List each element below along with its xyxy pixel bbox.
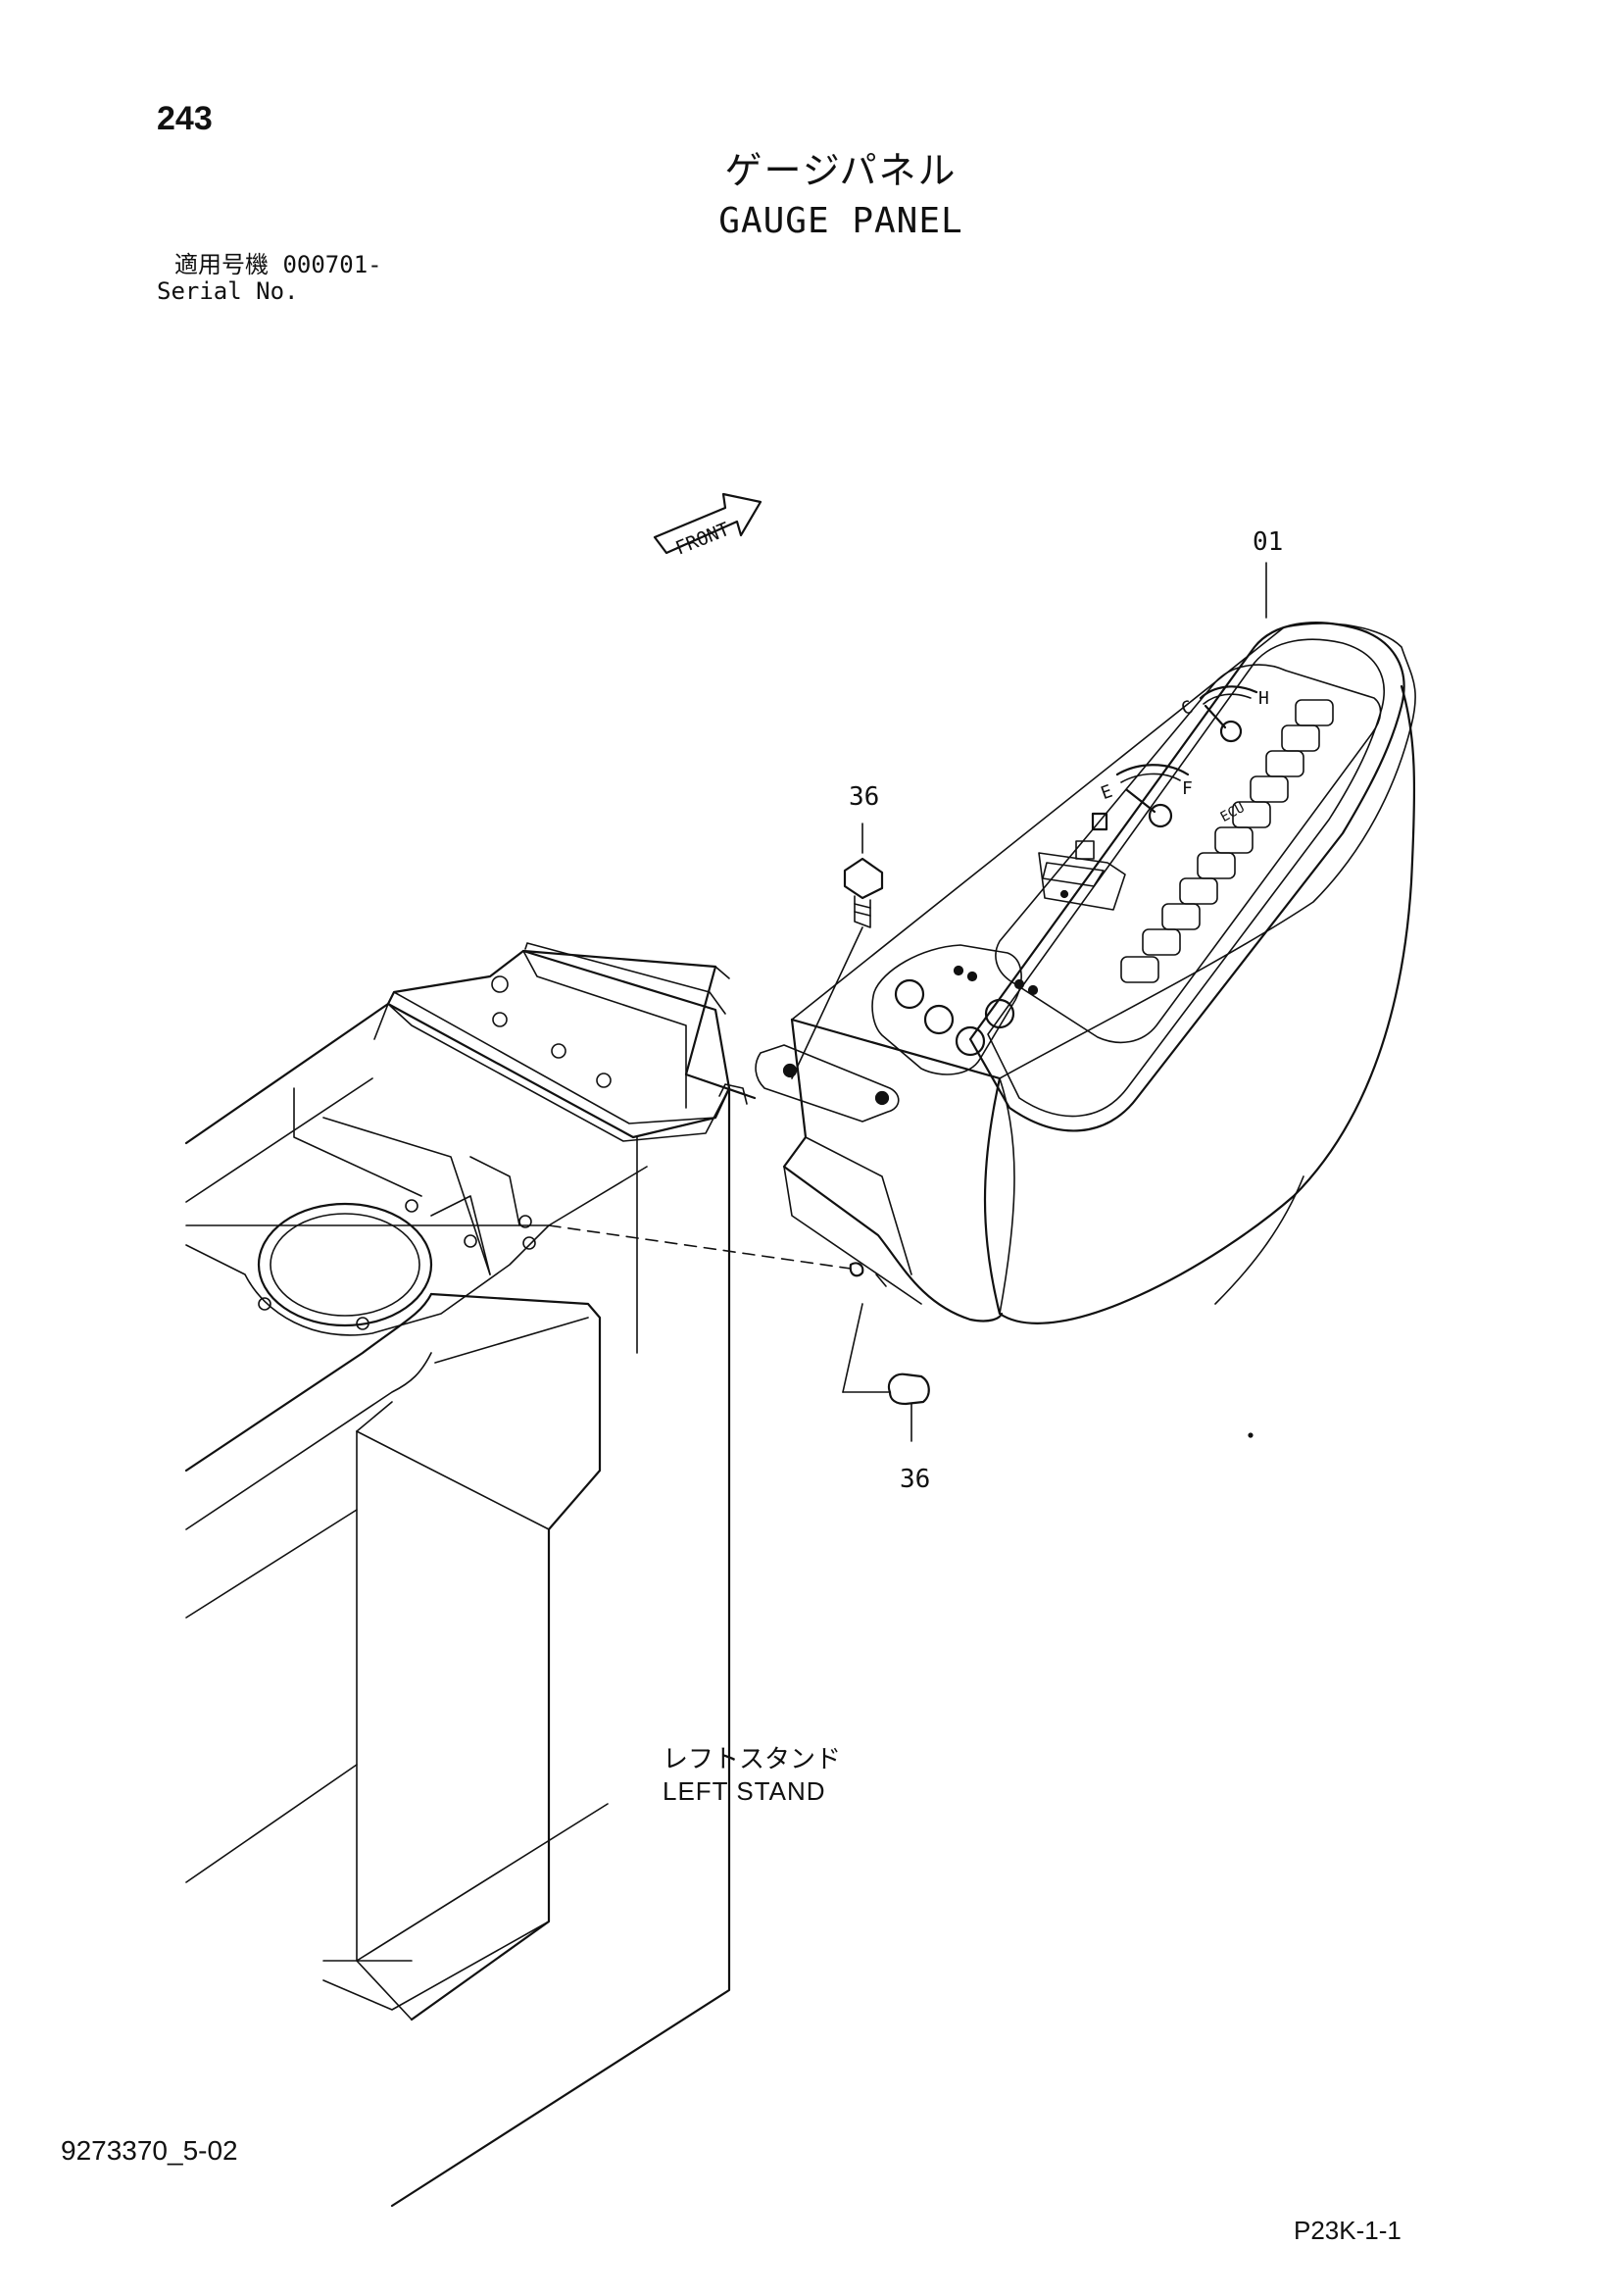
callout-36-lower: 36 bbox=[900, 1465, 931, 1494]
callout-01: 01 bbox=[1253, 527, 1284, 557]
front-arrow-label: FRONT bbox=[672, 519, 732, 560]
page-number: 243 bbox=[157, 100, 213, 137]
lower-bolt bbox=[548, 1224, 930, 1442]
serial-japanese: 適用号機 000701- bbox=[174, 251, 382, 278]
left-stand-label-japanese: レフトスタンド bbox=[663, 1745, 842, 1774]
page-code: P23K-1-1 bbox=[1294, 2216, 1402, 2245]
gauge-letter-full: F bbox=[1182, 778, 1193, 799]
left-stand-label-english: LEFT STAND bbox=[663, 1776, 826, 1806]
gauge-letter-hot: H bbox=[1258, 688, 1269, 709]
title-english: GAUGE PANEL bbox=[718, 201, 963, 241]
front-arrow: FRONT bbox=[653, 492, 762, 560]
title-japanese: ゲージパネル bbox=[724, 149, 958, 192]
serial-english: Serial No. bbox=[157, 277, 299, 305]
upper-bolt bbox=[791, 823, 884, 1079]
left-stand-frame bbox=[184, 942, 757, 2208]
callout-36-upper: 36 bbox=[849, 782, 880, 812]
speck bbox=[1248, 1432, 1254, 1438]
gauge-panel-body bbox=[755, 622, 1416, 1324]
document-number: 9273370_5-02 bbox=[61, 2135, 238, 2166]
